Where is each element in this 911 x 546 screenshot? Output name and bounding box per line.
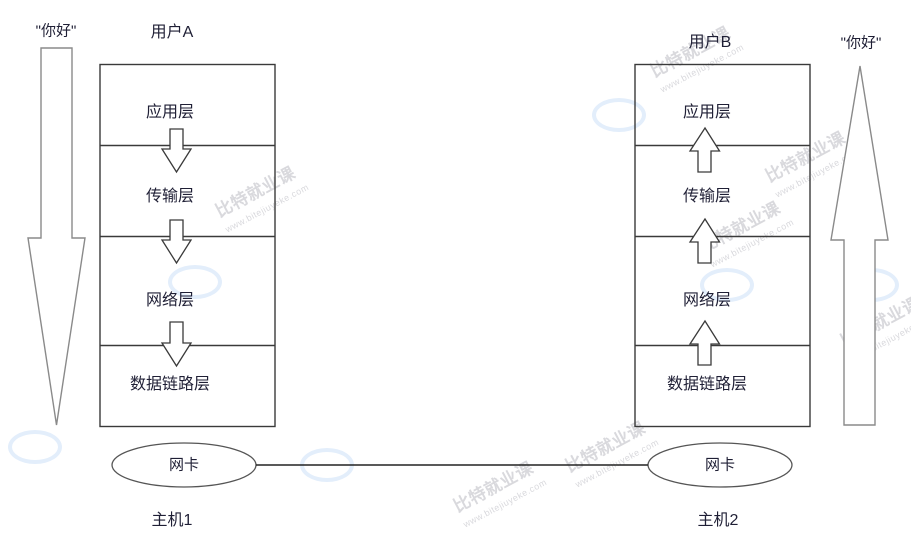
right-nic-label: 网卡 xyxy=(704,456,736,474)
left-message-arrow-down xyxy=(27,47,86,426)
left-nic-label: 网卡 xyxy=(168,456,200,474)
right-arrow-transport-to-app xyxy=(688,126,721,173)
left-layer-application: 应用层 xyxy=(145,104,195,121)
left-protocol-stack-box xyxy=(99,63,276,428)
right-layer-datalink: 数据链路层 xyxy=(666,376,748,393)
right-arrow-network-to-transport xyxy=(688,217,721,264)
left-host-label: 主机1 xyxy=(151,512,193,529)
left-user-label: 用户A xyxy=(150,24,194,41)
right-message-label: "你好" xyxy=(840,34,882,52)
right-protocol-stack-box xyxy=(634,63,811,428)
right-arrow-datalink-to-network xyxy=(688,319,721,366)
left-layer-transport: 传输层 xyxy=(145,188,195,205)
right-message-arrow-up xyxy=(830,65,889,426)
left-layer-network: 网络层 xyxy=(145,292,195,309)
right-user-label: 用户B xyxy=(688,34,732,51)
left-message-label: "你好" xyxy=(35,22,77,40)
right-layer-transport: 传输层 xyxy=(682,188,732,205)
left-arrow-transport-to-network xyxy=(160,219,193,265)
left-arrow-network-to-datalink xyxy=(160,321,193,368)
right-host-label: 主机2 xyxy=(697,512,739,529)
left-arrow-app-to-transport xyxy=(160,128,193,174)
right-layer-network: 网络层 xyxy=(682,292,732,309)
right-layer-application: 应用层 xyxy=(682,104,732,121)
left-layer-datalink: 数据链路层 xyxy=(129,376,211,393)
